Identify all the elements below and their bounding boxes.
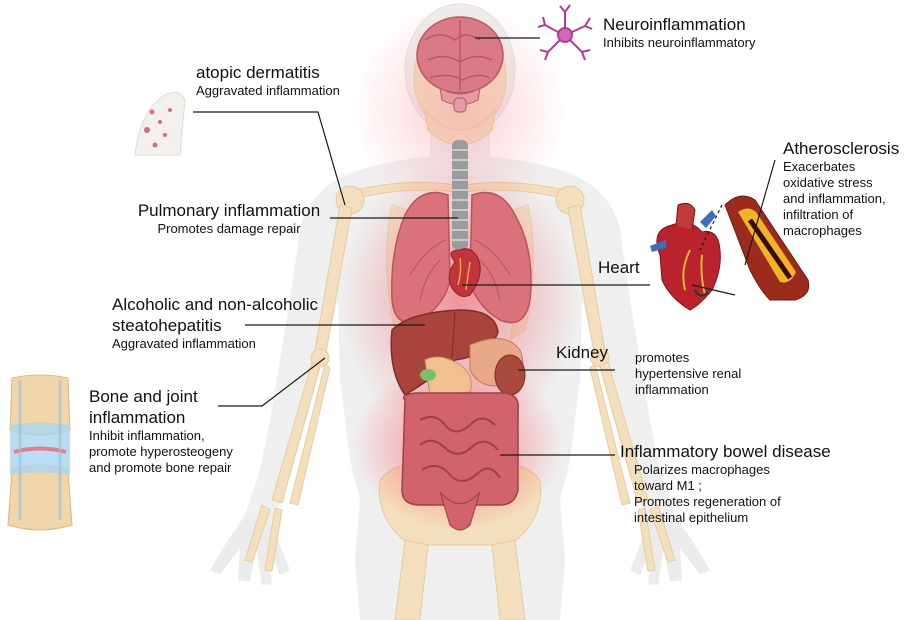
knee-joint-icon — [7, 374, 73, 531]
label-kidney-desc: promotes hypertensive renal inflammation — [635, 350, 741, 398]
bone-title-2: inflammation — [89, 408, 186, 427]
steato-title-2: steatohepatitis — [112, 316, 222, 335]
pulmonary-title: Pulmonary inflammation — [137, 201, 321, 220]
ibd-desc: Polarizes macrophages toward M1 ; Promot… — [620, 462, 831, 526]
ibd-line: Promotes regeneration of — [634, 494, 781, 509]
kidney-line: promotes — [635, 350, 690, 365]
ibd-title: Inflammatory bowel disease — [620, 442, 831, 461]
kidney-title: Kidney — [556, 343, 608, 362]
kidney-desc: promotes hypertensive renal inflammation — [635, 350, 741, 398]
label-pulmonary: Pulmonary inflammation Promotes damage r… — [128, 200, 330, 237]
dermatitis-arm-icon — [134, 91, 186, 156]
heart-icon — [650, 202, 721, 311]
athero-desc: Exacerbates oxidative stress and inflamm… — [783, 159, 899, 239]
bone-line: promote hyperosteogeny — [89, 444, 233, 459]
label-neuroinflammation: Neuroinflammation Inhibits neuroinflamma… — [603, 14, 755, 51]
label-heart: Heart — [598, 257, 640, 278]
athero-line: and inflammation, — [783, 191, 886, 206]
neuro-desc: Inhibits neuroinflammatory — [603, 35, 756, 50]
ibd-line: toward M1 ; — [634, 478, 702, 493]
artery-icon — [724, 195, 810, 301]
atopic-title: atopic dermatitis — [196, 63, 320, 82]
label-atherosclerosis: Atherosclerosis Exacerbates oxidative st… — [783, 138, 899, 239]
ibd-line: Polarizes macrophages — [634, 462, 770, 477]
leader-lines — [193, 37, 776, 456]
kidney-line: hypertensive renal — [635, 366, 742, 381]
neuro-title: Neuroinflammation — [603, 15, 746, 34]
athero-line: oxidative stress — [783, 175, 873, 190]
steato-desc: Aggravated inflammation — [112, 336, 256, 351]
bone-title-1: Bone and joint — [89, 387, 198, 406]
label-atopic-dermatitis: atopic dermatitis Aggravated inflammatio… — [196, 62, 340, 99]
lungs — [391, 191, 532, 324]
steato-title-1: Alcoholic and non-alcoholic — [112, 295, 319, 314]
ibd-line: intestinal epithelium — [634, 510, 749, 525]
trachea — [452, 140, 468, 250]
bone-desc: Inhibit inflammation, promote hyperosteo… — [89, 428, 233, 476]
label-kidney-title: Kidney — [556, 342, 608, 363]
label-ibd: Inflammatory bowel disease Polarizes mac… — [620, 441, 831, 526]
bone-line: Inhibit inflammation, — [89, 428, 205, 443]
pulmonary-desc: Promotes damage repair — [157, 221, 301, 236]
neuron-icon — [537, 4, 593, 61]
kidney-line: inflammation — [635, 382, 709, 397]
heart-title: Heart — [598, 258, 640, 277]
brain — [416, 16, 504, 113]
label-steatohepatitis: Alcoholic and non-alcoholic steatohepati… — [112, 294, 318, 352]
athero-title: Atherosclerosis — [783, 139, 900, 158]
athero-line: macrophages — [783, 223, 862, 238]
bone-line: and promote bone repair — [89, 460, 232, 475]
stomach-kidney — [420, 338, 526, 396]
atopic-desc: Aggravated inflammation — [196, 83, 340, 98]
athero-line: Exacerbates — [783, 159, 856, 174]
athero-line: infiltration of — [783, 207, 854, 222]
label-bone-joint: Bone and joint inflammation Inhibit infl… — [89, 386, 233, 476]
intestines — [401, 392, 519, 531]
